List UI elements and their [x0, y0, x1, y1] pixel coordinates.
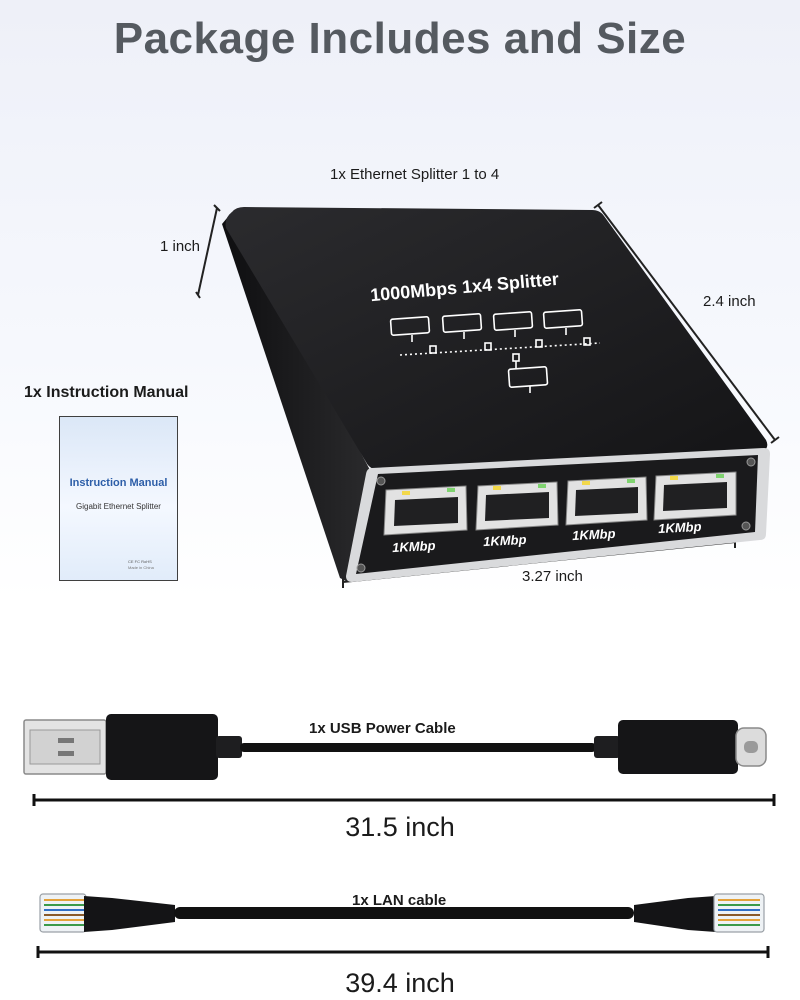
splitter-label: 1x Ethernet Splitter 1 to 4 — [330, 166, 500, 183]
page-title: Package Includes and Size — [113, 14, 687, 63]
instruction-manual-image: Instruction Manual Gigabit Ethernet Spli… — [59, 416, 178, 581]
usb-cable-label: 1x USB Power Cable — [309, 720, 456, 737]
lan-cable-label: 1x LAN cable — [352, 892, 447, 909]
lan-length-line — [36, 946, 770, 958]
port-label-4: 1KMbp — [658, 519, 702, 536]
height-dimension-label: 1 inch — [160, 238, 201, 255]
manual-cover-origin: Made in China — [128, 565, 154, 570]
port-label-2: 1KMbp — [483, 532, 527, 549]
lan-cable — [39, 893, 765, 933]
manual-cover-subtitle: Gigabit Ethernet Splitter — [76, 502, 161, 511]
rj45-plug-right — [713, 893, 765, 933]
rj45-port-3 — [565, 476, 648, 526]
usb-a-housing — [106, 714, 218, 780]
width-dimension-label: 3.27 inch — [522, 568, 583, 585]
usb-cable-length-label: 31.5 inch — [345, 812, 455, 842]
rj45-port-4 — [653, 471, 737, 521]
usb-cable-wire — [240, 743, 596, 752]
rj45-boot-right — [634, 896, 716, 932]
screws — [356, 457, 756, 573]
splitter-side-face — [222, 212, 370, 582]
usb-power-cable — [23, 714, 767, 780]
usb-c-housing — [618, 720, 738, 774]
splitter-top-face — [225, 207, 768, 470]
usb-length-line — [32, 794, 776, 806]
rj45-port-1 — [383, 485, 468, 536]
topology-icon — [389, 309, 601, 393]
rj45-boot-left — [84, 896, 175, 932]
depth-dimension-label: 2.4 inch — [703, 293, 756, 310]
rj45-port-2 — [475, 481, 559, 531]
port-label-3: 1KMbp — [572, 526, 616, 543]
lan-cable-wire — [174, 907, 634, 919]
depth-dimension-line — [597, 204, 776, 441]
manual-label: 1x Instruction Manual — [24, 384, 189, 401]
port-label-1: 1KMbp — [392, 538, 436, 555]
height-dimension-line — [197, 207, 218, 296]
manual-cover-title: Instruction Manual — [69, 477, 168, 489]
manual-cover-marks: CE FC RoHS — [128, 559, 152, 564]
lan-cable-length-label: 39.4 inch — [345, 968, 455, 998]
